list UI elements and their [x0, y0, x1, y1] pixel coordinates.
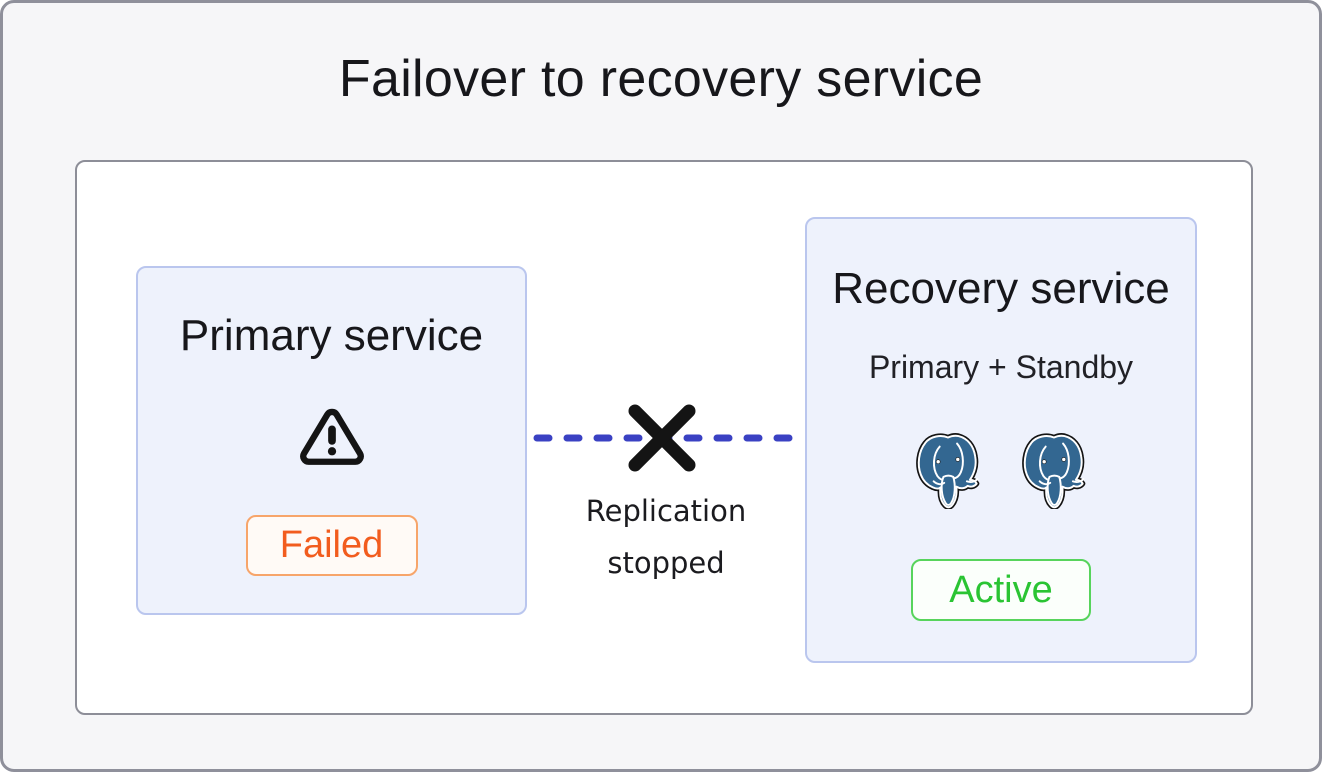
postgresql-elephant-icon [1020, 433, 1088, 510]
active-status-badge: Active [911, 559, 1091, 621]
primary-service-box: Primary service Failed [136, 266, 527, 615]
recovery-service-heading: Recovery service [832, 264, 1170, 313]
diagram-panel: Primary service Failed Recovery service … [75, 160, 1253, 715]
postgresql-elephant-icon [914, 433, 982, 510]
page-title: Failover to recovery service [338, 50, 984, 108]
postgres-instances [807, 433, 1195, 510]
recovery-service-box: Recovery service Primary + Standby [805, 217, 1197, 663]
recovery-service-subtitle: Primary + Standby [868, 349, 1134, 385]
x-cross-icon [628, 404, 696, 472]
replication-stopped-label: Replication stopped [585, 494, 747, 580]
primary-service-heading: Primary service [179, 311, 484, 360]
warning-triangle-icon [299, 404, 365, 470]
failed-status-badge: Failed [245, 515, 418, 576]
